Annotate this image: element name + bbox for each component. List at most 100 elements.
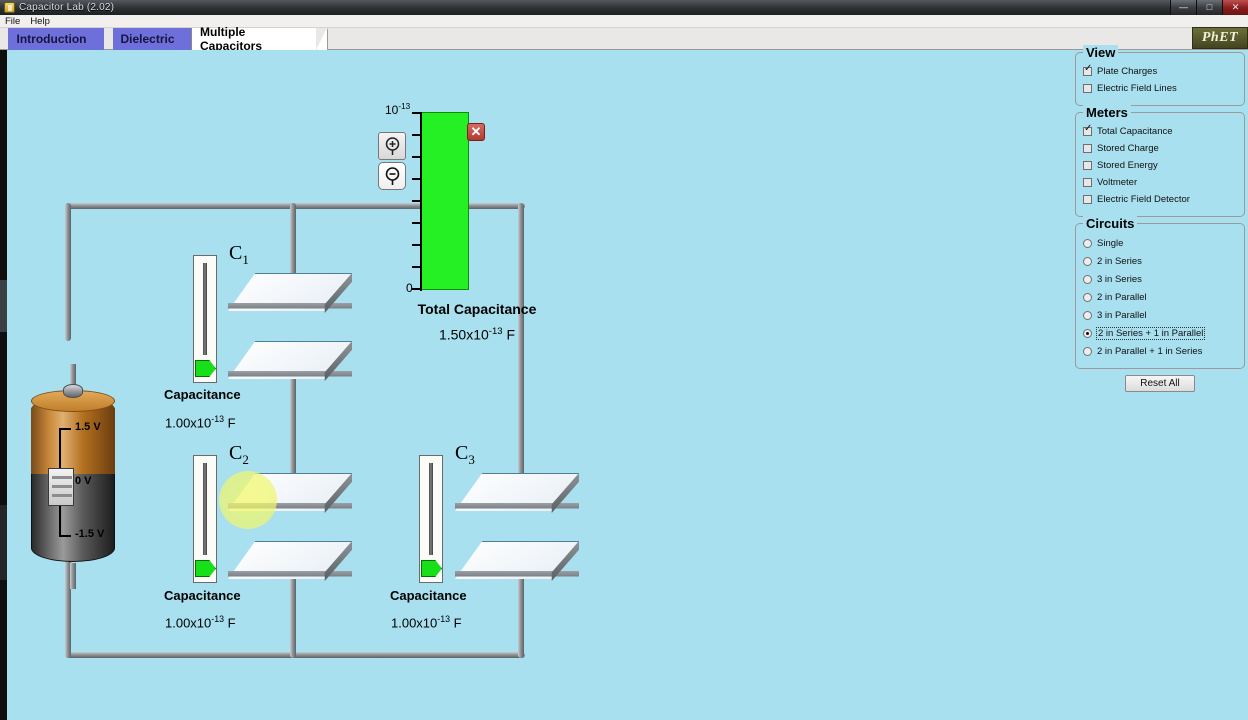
checkbox-stored-charge[interactable]: Stored Charge	[1083, 141, 1237, 156]
checkbox-voltmeter[interactable]: Voltmeter	[1083, 175, 1237, 190]
two-in-series-radio-icon[interactable]	[1083, 256, 1092, 266]
voltmeter-checkbox-icon[interactable]	[1083, 178, 1092, 187]
phet-logo: PhET	[1192, 27, 1248, 49]
meter-tick-3	[412, 222, 421, 224]
menu-bar: File Help	[0, 15, 1248, 28]
reset-all-button[interactable]: Reset All	[1125, 375, 1195, 392]
capacitor-3-capacitance-slider[interactable]	[419, 455, 443, 583]
wire-branch-c1-top	[290, 203, 296, 295]
battery-bottom-terminal-wire	[70, 563, 76, 589]
two-parallel-one-series-radio-icon[interactable]	[1083, 346, 1092, 356]
window-titlebar: Capacitor Lab (2.02) — □ ✕	[0, 0, 1248, 15]
close-meter-icon[interactable]: ✕	[467, 123, 485, 141]
wire-left-lower	[65, 518, 71, 658]
capacitor-2-capacitance-slider[interactable]	[193, 455, 217, 583]
capacitor-2-capacitance-label: Capacitance	[164, 588, 241, 603]
stored-charge-label: Stored Charge	[1097, 143, 1159, 154]
battery-label-max: 1.5 V	[75, 421, 101, 433]
battery-tick-min	[59, 535, 71, 537]
radio-2-in-series[interactable]: 2 in Series	[1083, 253, 1237, 269]
radio-3-in-series[interactable]: 3 in Series	[1083, 271, 1237, 287]
capacitor-2-name: C2	[229, 442, 249, 467]
two-series-one-parallel-label: 2 in Series + 1 in Parallel	[1095, 326, 1206, 340]
capacitor-1-name: C1	[229, 242, 249, 267]
simulation-canvas[interactable]: 1.5 V 0 V -1.5 V 10-13 0	[7, 50, 1072, 715]
minimize-button[interactable]: —	[1170, 0, 1196, 15]
wire-branch-c2-bottom	[290, 575, 296, 658]
electric-field-lines-checkbox-icon[interactable]	[1083, 84, 1092, 93]
capacitor-1-capacitance-value: 1.00x10-13 F	[165, 414, 236, 431]
meter-tick-2	[412, 244, 421, 246]
battery-label-min: -1.5 V	[75, 528, 105, 540]
battery-top-terminal-wire	[70, 364, 76, 390]
cursor-highlight	[219, 471, 277, 529]
three-in-parallel-label: 3 in Parallel	[1097, 309, 1147, 321]
capacitor-1-bottom-plate[interactable]	[228, 341, 352, 385]
electric-field-detector-checkbox-icon[interactable]	[1083, 195, 1092, 204]
radio-2-in-parallel[interactable]: 2 in Parallel	[1083, 289, 1237, 305]
plate-charges-checkbox-icon[interactable]	[1083, 64, 1092, 76]
radio-2-in-series-1-in-parallel[interactable]: 2 in Series + 1 in Parallel	[1083, 325, 1237, 341]
meter-bar-fill	[421, 112, 469, 290]
plate-charges-label: Plate Charges	[1097, 66, 1158, 77]
battery-tick-max	[59, 428, 71, 430]
capacitor-3-slider-handle[interactable]	[421, 560, 442, 577]
three-in-series-radio-icon[interactable]	[1083, 274, 1092, 284]
view-group-title: View	[1083, 45, 1119, 60]
electric-field-detector-label: Electric Field Detector	[1097, 194, 1190, 205]
total-capacitance-meter[interactable]: 10-13 0	[385, 102, 469, 295]
menu-file[interactable]: File	[5, 15, 21, 27]
radio-single[interactable]: Single	[1083, 235, 1237, 251]
capacitor-3-capacitance-label: Capacitance	[390, 588, 467, 603]
tab-introduction[interactable]: Introduction	[8, 28, 104, 50]
capacitor-2-capacitance-value: 1.00x10-13 F	[165, 614, 236, 631]
window-controls: — □ ✕	[1170, 0, 1248, 15]
meter-axis-max-label: 10-13	[385, 102, 411, 117]
meters-group-title: Meters	[1083, 105, 1131, 120]
maximize-button[interactable]: □	[1196, 0, 1222, 15]
wire-branch-c3-bottom	[518, 558, 524, 658]
close-button[interactable]: ✕	[1222, 0, 1248, 15]
meters-group: Meters Total Capacitance Stored Charge S…	[1075, 105, 1245, 217]
zoom-out-icon[interactable]	[378, 162, 406, 190]
checkbox-plate-charges[interactable]: Plate Charges	[1083, 64, 1237, 79]
meter-tick-8	[412, 112, 421, 114]
battery-label-zero: 0 V	[75, 475, 92, 487]
capacitor-1-top-plate[interactable]	[228, 273, 352, 317]
meter-readout: 1.50x10-13 F	[438, 326, 516, 343]
three-in-parallel-radio-icon[interactable]	[1083, 310, 1092, 320]
meter-tick-0	[412, 288, 421, 290]
radio-2-in-parallel-1-in-series[interactable]: 2 in Parallel + 1 in Series	[1083, 343, 1237, 359]
total-capacitance-checkbox-icon[interactable]	[1083, 124, 1092, 136]
capacitor-3-bottom-plate[interactable]	[455, 541, 579, 585]
capacitor-3-name: C3	[455, 442, 475, 467]
menu-help[interactable]: Help	[30, 15, 50, 27]
checkbox-total-capacitance[interactable]: Total Capacitance	[1083, 124, 1237, 139]
battery[interactable]: 1.5 V 0 V -1.5 V	[31, 364, 115, 589]
meter-tick-7	[412, 134, 421, 136]
capacitor-3-top-plate[interactable]	[455, 473, 579, 517]
capacitor-3-capacitance-value: 1.00x10-13 F	[391, 614, 462, 631]
capacitor-1-slider-handle[interactable]	[195, 360, 216, 377]
radio-3-in-parallel[interactable]: 3 in Parallel	[1083, 307, 1237, 323]
capacitor-1-capacitance-slider[interactable]	[193, 255, 217, 383]
single-label: Single	[1097, 237, 1124, 249]
zoom-in-icon[interactable]	[378, 132, 406, 160]
stored-charge-checkbox-icon[interactable]	[1083, 144, 1092, 153]
capacitor-2-bottom-plate[interactable]	[228, 541, 352, 585]
checkbox-electric-field-lines[interactable]: Electric Field Lines	[1083, 81, 1237, 96]
checkbox-stored-energy[interactable]: Stored Energy	[1083, 158, 1237, 173]
battery-voltage-slider-handle[interactable]	[48, 468, 74, 506]
tab-multiple-capacitors[interactable]: Multiple Capacitors	[191, 25, 316, 53]
circuits-group-title: Circuits	[1083, 216, 1138, 231]
two-in-parallel-radio-icon[interactable]	[1083, 292, 1092, 302]
single-radio-icon[interactable]	[1083, 238, 1092, 248]
meter-tick-5	[412, 178, 421, 180]
capacitor-2-slider-handle[interactable]	[195, 560, 216, 577]
two-series-one-parallel-radio-icon[interactable]	[1083, 328, 1092, 338]
voltmeter-label: Voltmeter	[1097, 177, 1138, 188]
stored-energy-checkbox-icon[interactable]	[1083, 161, 1092, 170]
tab-dielectric[interactable]: Dielectric	[113, 28, 191, 50]
meter-axis	[420, 112, 422, 291]
checkbox-electric-field-detector[interactable]: Electric Field Detector	[1083, 192, 1237, 207]
